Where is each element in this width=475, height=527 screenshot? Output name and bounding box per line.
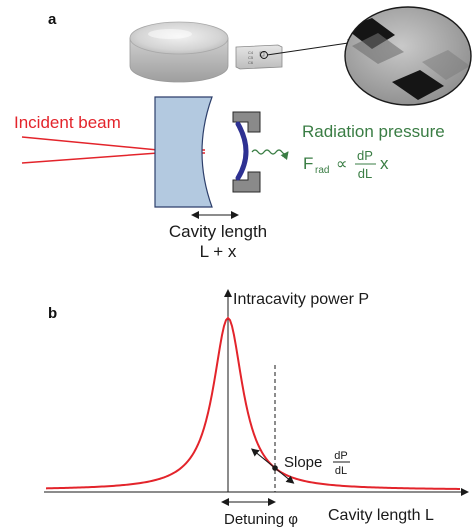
svg-text:C5: C5	[248, 55, 254, 60]
operating-point	[272, 465, 278, 471]
membrane-holder	[232, 111, 261, 193]
svg-text:C6: C6	[248, 60, 254, 65]
cavity-length-label: Cavity length	[169, 222, 267, 241]
resonance-curve	[45, 316, 461, 490]
force-numerator: dP	[357, 148, 373, 163]
panel-b: b Intracavity power P Cavity length L De…	[44, 289, 469, 527]
membrane	[235, 121, 249, 181]
force-formula: F rad ∝ dP dL x	[303, 148, 389, 181]
panel-a: a C4 C5 C6	[14, 6, 472, 261]
panel-a-label: a	[48, 11, 57, 28]
x-axis-label: Cavity length L	[328, 507, 434, 524]
slope-numerator: dP	[334, 450, 347, 462]
incident-beam-label: Incident beam	[14, 113, 121, 132]
zoomed-membrane-photo	[344, 6, 472, 106]
slope-denominator: dL	[335, 465, 347, 477]
mirror-disc-photo	[129, 21, 229, 83]
radiation-pressure-label: Radiation pressure	[302, 122, 445, 141]
curved-mirror	[154, 96, 213, 208]
proportional-symbol: ∝	[336, 156, 347, 173]
force-variable: x	[380, 154, 389, 173]
force-subscript: rad	[315, 165, 329, 176]
detuning-label: Detuning φ	[224, 511, 298, 527]
force-symbol: F	[303, 154, 313, 173]
zoom-arrow	[266, 39, 356, 56]
svg-text:C4: C4	[248, 50, 254, 55]
panel-b-label: b	[48, 305, 57, 322]
slope-label-group: Slope dP dL	[284, 450, 350, 477]
force-denominator: dL	[358, 166, 372, 181]
membrane-chip-photo: C4 C5 C6	[235, 44, 283, 70]
slope-label: Slope	[284, 454, 322, 471]
cavity-length-expression: L + x	[200, 242, 237, 261]
y-axis-label: Intracavity power P	[233, 291, 369, 308]
radiation-pressure-arrow	[251, 149, 289, 160]
